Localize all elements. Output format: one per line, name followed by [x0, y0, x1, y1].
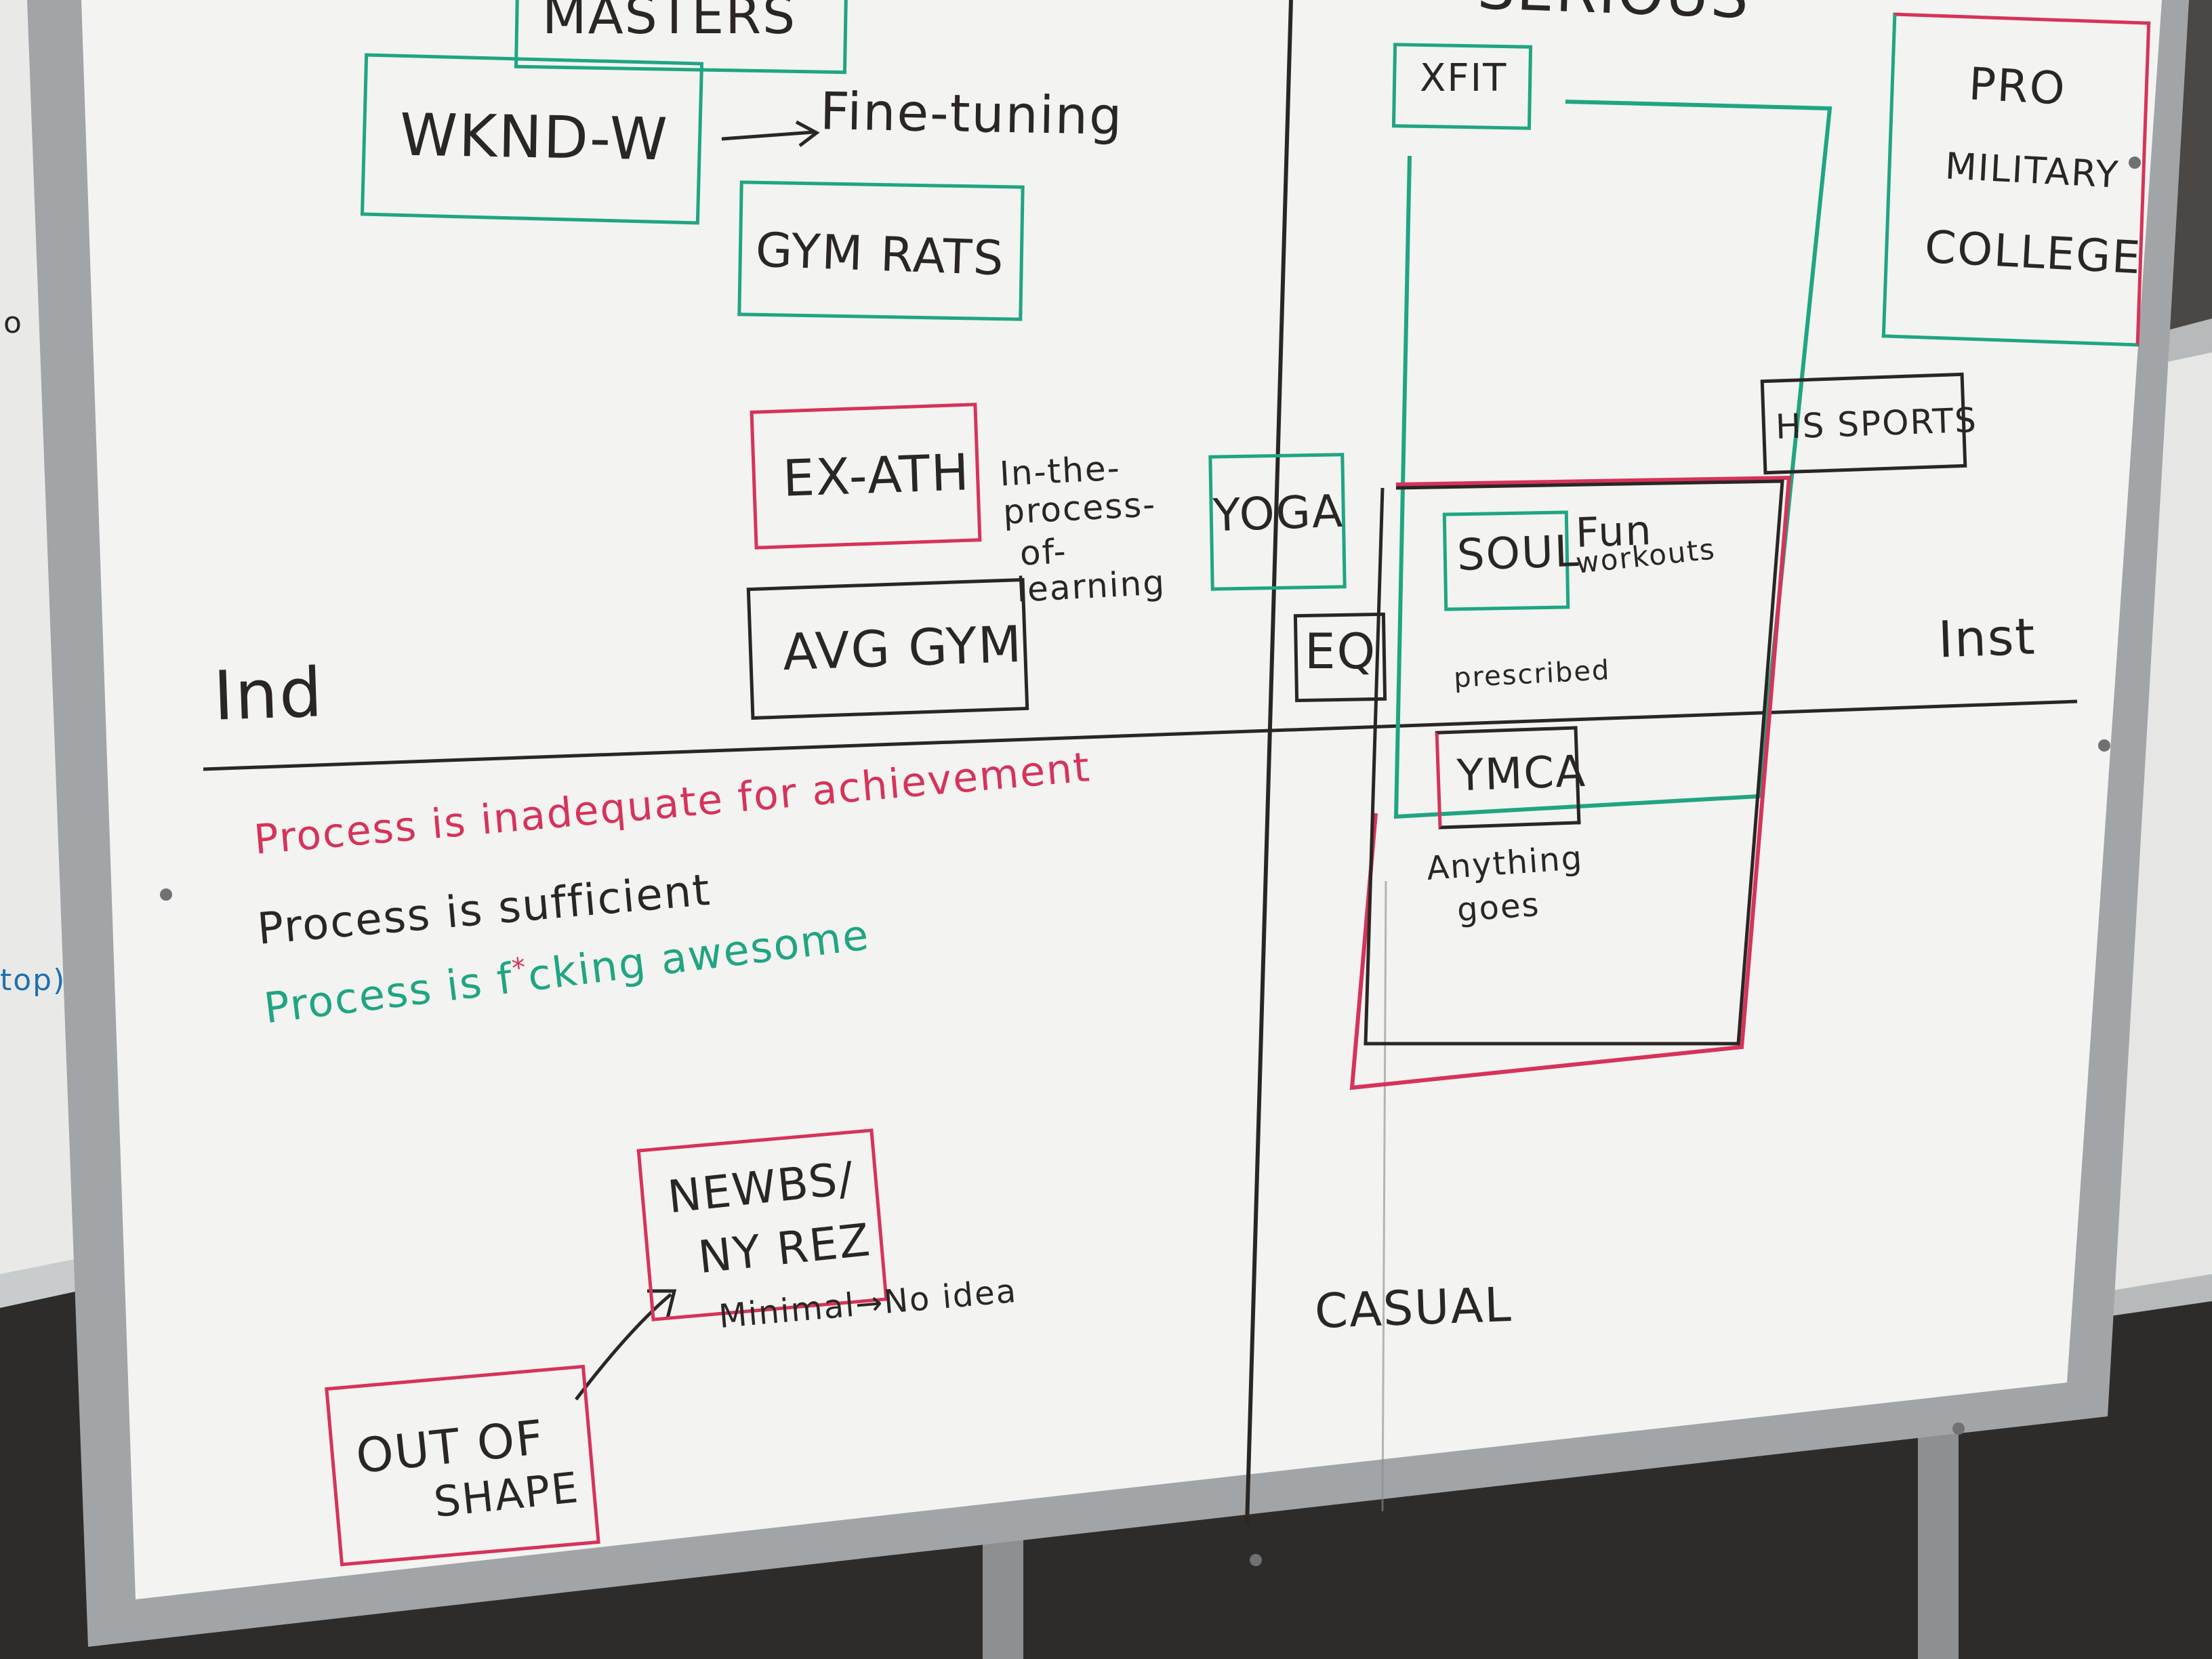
label-ymca: YMCA — [1456, 746, 1588, 802]
axis-label-serious: SERIOUS — [1476, 0, 1750, 32]
red-rectangle — [1349, 475, 1792, 1090]
note-process: process- — [1002, 485, 1158, 532]
note-prescribed: prescribed — [1452, 654, 1612, 695]
label-masters: MASTERS — [542, 0, 797, 45]
label-yoga: YOGA — [1212, 485, 1345, 542]
note-of: of- — [1019, 531, 1068, 573]
note-in-the: In-the- — [998, 448, 1122, 494]
note-fine-tuning: Fine-tuning — [819, 81, 1124, 146]
faint-line — [1381, 880, 1387, 1512]
label-pro: PRO — [1967, 58, 2068, 115]
label-military: MILITARY — [1944, 144, 2121, 197]
arrow-out-of-shape-to-newbs — [575, 1293, 672, 1401]
axis-label-ind: Ind — [211, 653, 325, 736]
board-leg-right — [1918, 1416, 1959, 1659]
label-eq: EQ — [1305, 623, 1377, 680]
left-board-fragment-top: top) — [0, 963, 66, 998]
axis-label-inst: Inst — [1937, 607, 2037, 670]
label-soul: SOUL — [1456, 526, 1581, 581]
black-rectangle — [1364, 479, 1784, 1046]
vertical-axis-line — [1245, 0, 1293, 1525]
note-goes: goes — [1456, 885, 1542, 930]
label-ex-ath: EX-ATH — [781, 443, 971, 508]
arrow-wknd-to-fine-tuning — [721, 130, 814, 141]
left-board-fragment-o: o — [3, 306, 23, 340]
main-board-surface — [81, 0, 2162, 1599]
axis-label-casual: CASUAL — [1313, 1276, 1513, 1340]
note-learning: learning — [1015, 562, 1167, 610]
label-wknd-w: WKND-W — [399, 101, 670, 174]
label-college: COLLEGE — [1923, 220, 2143, 285]
label-xfit: XFIT — [1420, 56, 1508, 100]
label-hs-sports: HS SPORTS — [1775, 400, 1978, 447]
label-avg-gym: AVG GYM — [781, 615, 1024, 682]
label-gym-rats: GYM RATS — [754, 222, 1006, 287]
